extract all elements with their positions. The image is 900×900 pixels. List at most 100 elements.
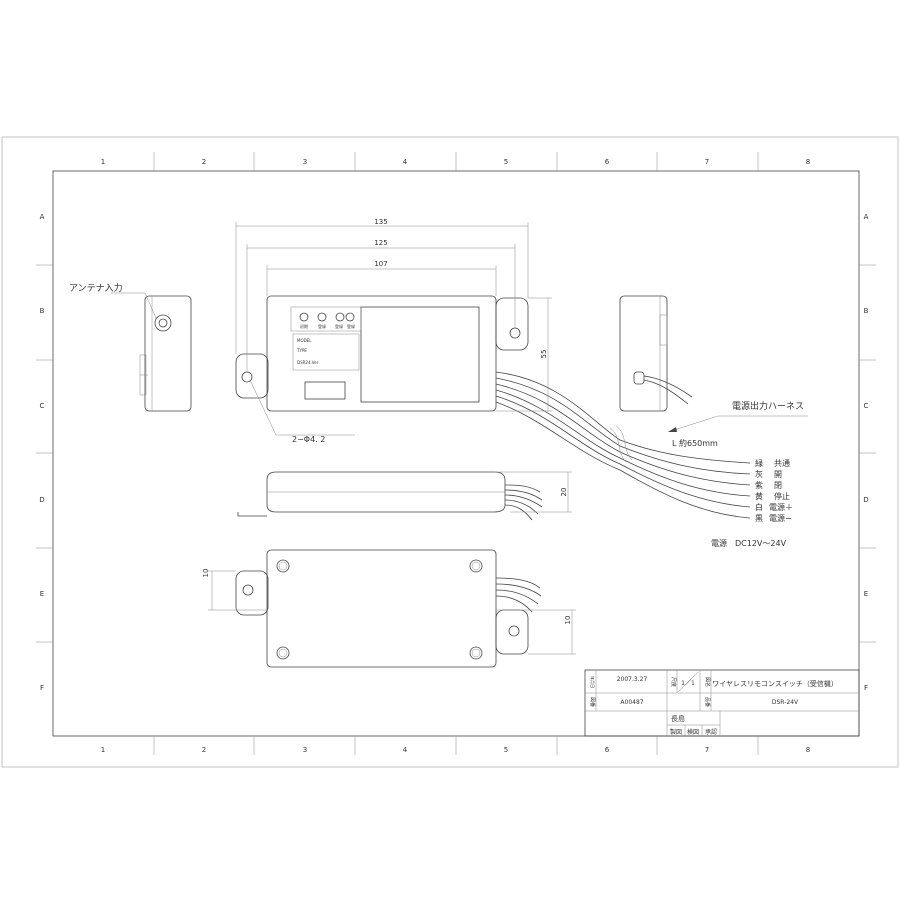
dim-125: 125 <box>374 239 387 247</box>
drawing-name: ワイヤレスリモコンスイッチ（受信機） <box>712 679 838 688</box>
date: 2007.3.27 <box>617 676 648 683</box>
wire-function: 共通 <box>774 458 790 468</box>
col-label: 6 <box>605 746 610 754</box>
button-label: 登録 <box>335 323 343 329</box>
wire-function: 電源− <box>769 514 792 523</box>
row-label: C <box>40 402 45 410</box>
button-panel <box>290 306 362 332</box>
foot <box>469 646 483 660</box>
mount-hole <box>242 584 254 596</box>
wire-color: 黒 <box>755 514 763 523</box>
version-text: DSR24.Ver <box>297 360 319 365</box>
enclosure <box>266 295 497 412</box>
col-label: 1 <box>101 158 105 166</box>
row-label: D <box>863 496 868 504</box>
row-label: E <box>864 590 868 598</box>
col-label: 3 <box>303 746 307 754</box>
row-label: A <box>40 213 45 221</box>
row-label: A <box>864 213 869 221</box>
drawing-no: A00487 <box>620 699 643 706</box>
wire <box>495 371 751 464</box>
dim-10-right: 10 <box>564 616 572 625</box>
button-label: 登録 <box>347 323 355 329</box>
title-block <box>584 669 860 737</box>
antenna-leader <box>111 292 157 319</box>
holes-label: 2−Φ4. 2 <box>292 435 325 444</box>
row-label: F <box>40 684 44 692</box>
power-spec: 電源 DC12V～24V <box>711 539 787 548</box>
row-label: B <box>864 307 869 315</box>
approved-label: 承認 <box>705 728 717 736</box>
label-window <box>360 306 480 403</box>
row-labels-left: A B C D E F <box>39 213 44 692</box>
col-label: 8 <box>806 158 810 166</box>
wire-entry: 黄 停止 <box>755 491 790 501</box>
length-label: L 約650mm <box>672 438 718 448</box>
wire <box>495 395 751 508</box>
mount-tab-right <box>495 609 529 655</box>
foot <box>276 646 290 660</box>
col-label: 2 <box>202 746 206 754</box>
date-label: 年月日 <box>590 676 596 688</box>
button-label: 初期 <box>300 323 308 329</box>
dim-20: 20 <box>560 488 568 497</box>
harness-arrow <box>668 427 677 432</box>
outer-frame <box>1 136 899 768</box>
col-label: 8 <box>806 746 810 754</box>
column-ticks <box>153 152 759 755</box>
harness-label: 電源出力ハーネス <box>732 400 804 412</box>
button <box>345 312 355 322</box>
right-side-view <box>619 295 693 412</box>
button <box>299 312 309 322</box>
col-label: 2 <box>202 158 206 166</box>
wire <box>495 389 751 497</box>
wire-function: 開 <box>774 470 782 479</box>
mount-tab-left <box>235 570 269 616</box>
row-label: F <box>864 684 868 692</box>
wire <box>495 377 751 475</box>
wire-color: 黄 <box>755 491 763 501</box>
row-label: C <box>864 402 869 410</box>
foot <box>469 559 483 573</box>
foot <box>276 559 290 573</box>
wire-function: 停止 <box>774 491 790 501</box>
dim-107: 107 <box>374 260 387 268</box>
col-label: 5 <box>504 746 508 754</box>
inner-border <box>52 170 860 737</box>
wire <box>495 383 751 486</box>
wire-function: 閉 <box>774 481 782 490</box>
wire-break <box>609 427 627 463</box>
drafted-label: 製図 <box>670 728 682 736</box>
side-elevation-view <box>237 471 572 521</box>
col-label: 7 <box>705 746 709 754</box>
scale: 1／1 <box>681 680 695 687</box>
wire-entry: 黒 電源− <box>755 514 792 523</box>
button <box>317 312 327 322</box>
enclosure-bottom <box>266 549 497 668</box>
col-label: 5 <box>504 158 508 166</box>
person-name: 長島 <box>671 714 685 723</box>
model-text: MODEL <box>297 338 312 343</box>
product-label: 品番 <box>704 697 711 707</box>
wire-entry: 白 電源＋ <box>755 502 793 512</box>
col-label: 4 <box>403 746 408 754</box>
dim-10-left: 10 <box>202 569 210 578</box>
front-view: 初期 登録 登録 登録 MODEL TYPE DSR24.Ver <box>235 295 751 519</box>
button <box>335 312 345 322</box>
dim-135: 135 <box>374 218 387 226</box>
col-label: 7 <box>705 158 709 166</box>
row-label: B <box>40 307 45 315</box>
mount-tab-right <box>495 297 529 351</box>
wire-entry: 紫 閉 <box>755 481 782 490</box>
antenna-connector <box>154 314 172 332</box>
wire-color: 灰 <box>755 469 763 479</box>
antenna-label: アンテナ入力 <box>69 282 123 294</box>
dim-55: 55 <box>540 350 548 359</box>
col-label: 6 <box>605 158 610 166</box>
dimension-lines <box>235 222 552 412</box>
wire-entry: 緑 共通 <box>755 458 790 468</box>
model-plate <box>292 333 360 371</box>
type-text: TYPE <box>296 348 307 353</box>
mount-tab-left <box>235 353 269 399</box>
